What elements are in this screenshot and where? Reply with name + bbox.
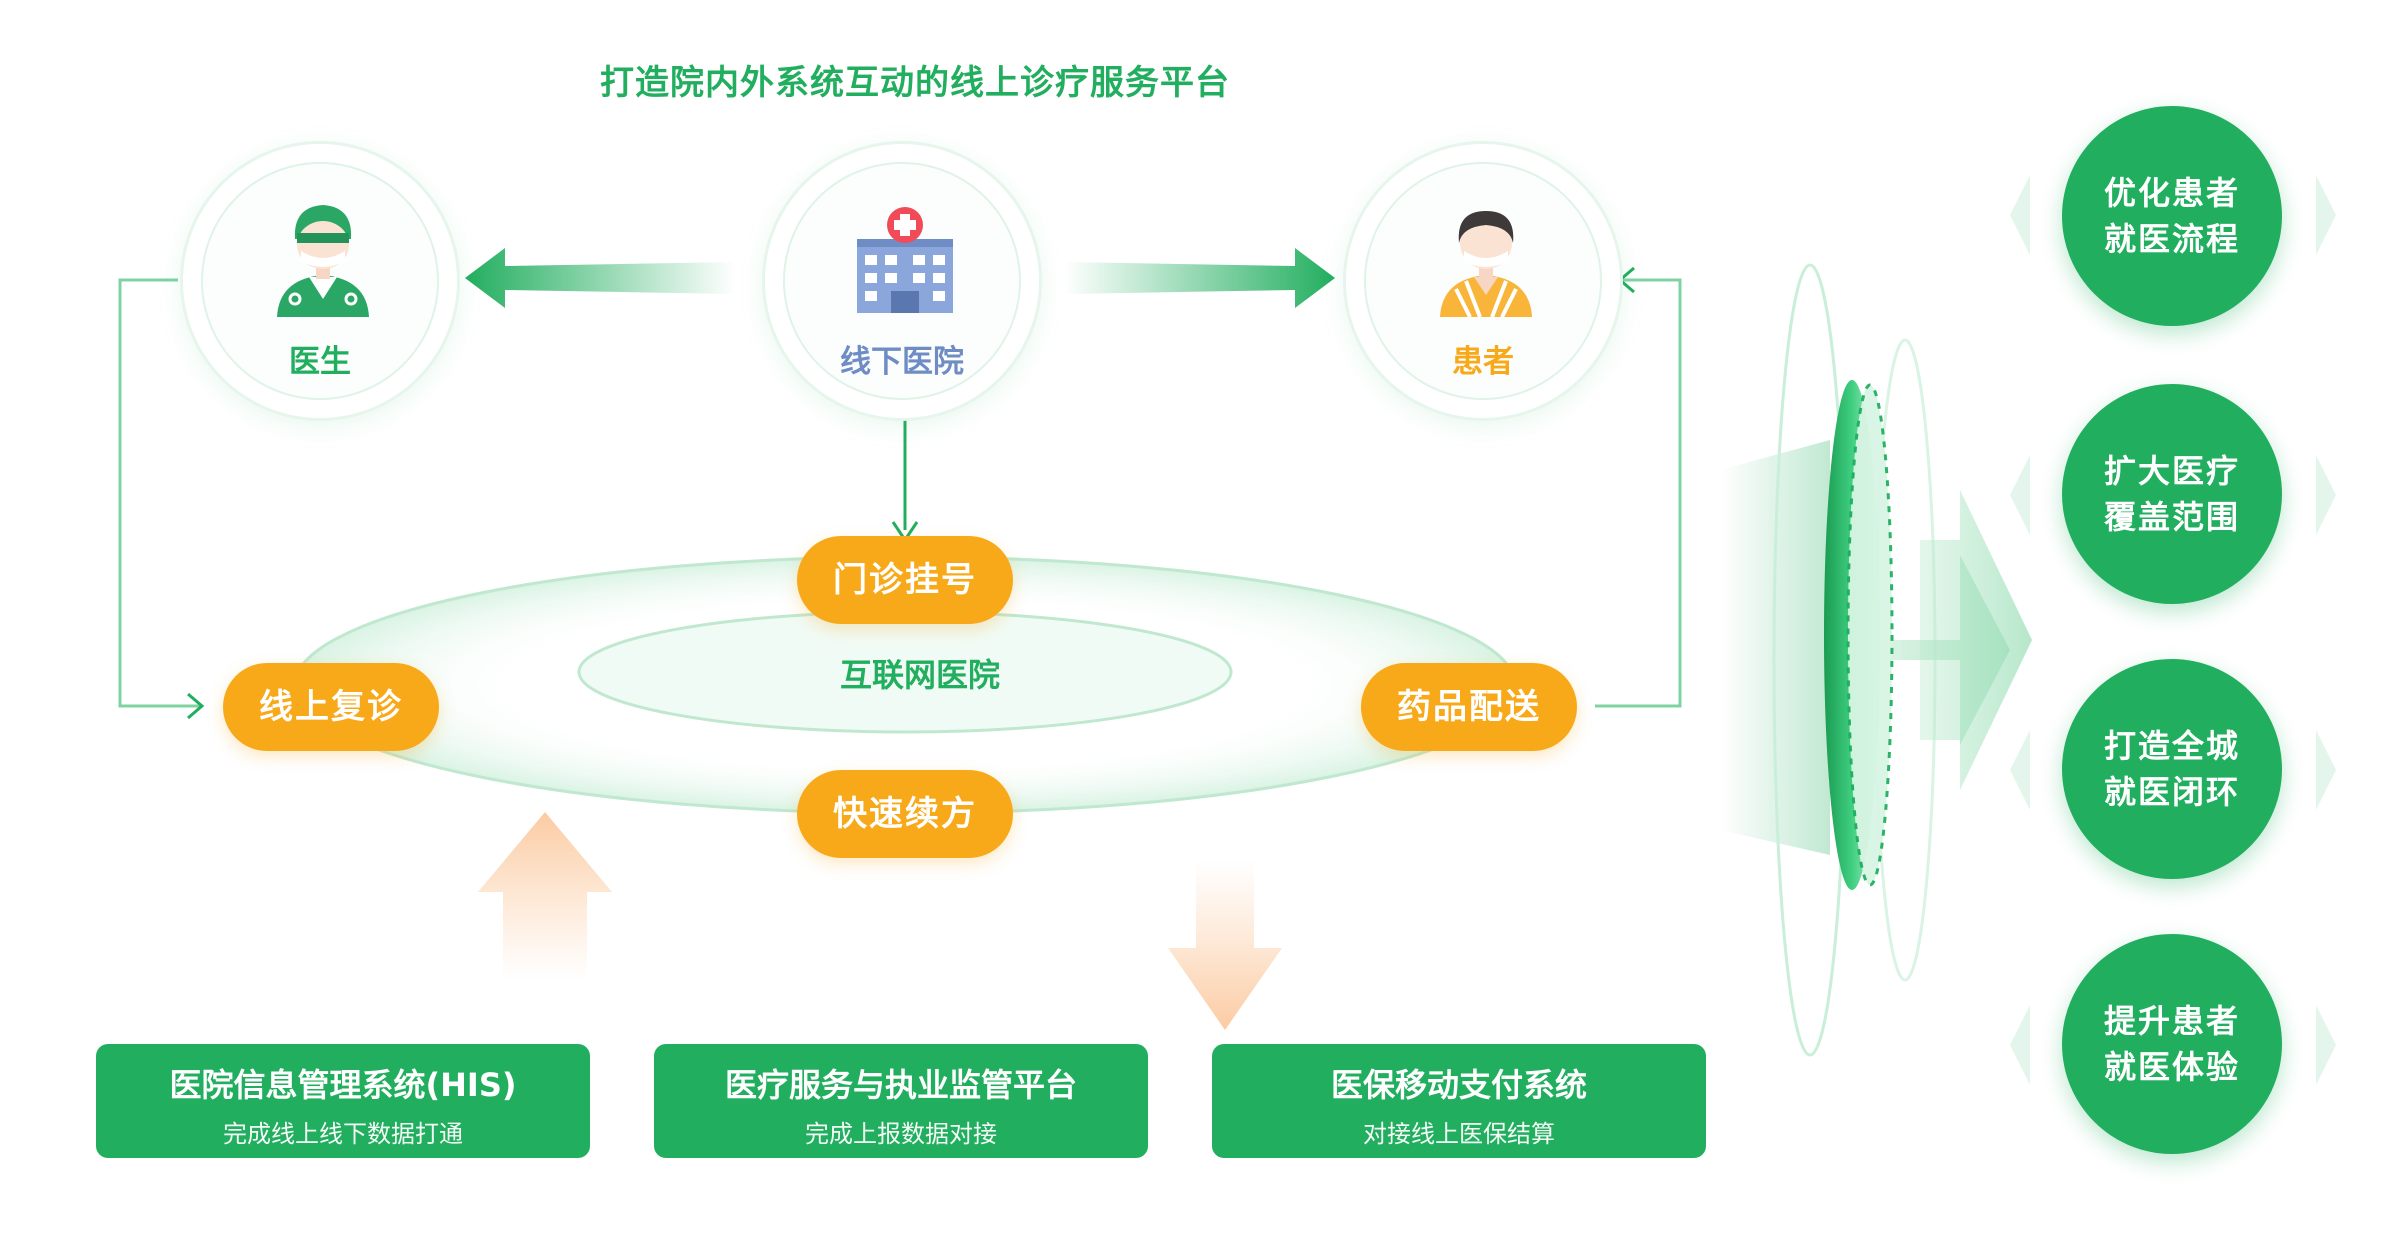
service-outpatient-registration: 门诊挂号 (797, 536, 1013, 624)
benefit-line1: 扩大医疗 (2103, 452, 2240, 490)
benefit-badge-optimize-flow: 优化患者 就医流程 (2062, 106, 2282, 326)
system-box-his: 医院信息管理系统(HIS) 完成线上线下数据打通 (96, 1044, 590, 1158)
internet-hospital-label: 互联网医院 (839, 656, 1000, 694)
hospital-node: 线下医院 (762, 141, 1042, 421)
hospital-label: 线下医院 (840, 344, 964, 380)
doctor-icon (277, 205, 369, 317)
benefit-line1: 提升患者 (2103, 1002, 2240, 1040)
system-box-title: 医疗服务与执业监管平台 (724, 1066, 1077, 1104)
patient-icon (1440, 211, 1532, 318)
benefit-badge-expand-coverage: 扩大医疗 覆盖范围 (2062, 384, 2282, 604)
system-box-supervision: 医疗服务与执业监管平台 完成上报数据对接 (654, 1044, 1148, 1158)
system-box-subtitle: 对接线上医保结算 (1363, 1120, 1555, 1148)
diagram-title: 打造院内外系统互动的线上诊疗服务平台 (600, 63, 1230, 103)
doctor-label: 医生 (289, 344, 351, 380)
patient-node: 患者 (1343, 141, 1623, 421)
system-box-title: 医保移动支付系统 (1330, 1066, 1587, 1104)
service-quick-refill: 快速续方 (797, 770, 1013, 858)
system-box-insurance-payment: 医保移动支付系统 对接线上医保结算 (1212, 1044, 1706, 1158)
benefit-line2: 就医体验 (2103, 1048, 2240, 1086)
benefit-badge-improve-experience: 提升患者 就医体验 (2062, 934, 2282, 1154)
system-box-title: 医院信息管理系统(HIS) (169, 1066, 517, 1104)
system-box-subtitle: 完成上报数据对接 (805, 1120, 997, 1148)
service-drug-delivery: 药品配送 (1361, 663, 1577, 751)
doctor-node: 医生 (180, 141, 460, 421)
benefit-badge-closed-loop: 打造全城 就医闭环 (2062, 659, 2282, 879)
benefit-line2: 就医闭环 (2103, 773, 2240, 811)
patient-label: 患者 (1452, 344, 1514, 380)
system-box-subtitle: 完成线上线下数据打通 (223, 1120, 463, 1148)
benefit-line1: 优化患者 (2103, 174, 2240, 212)
service-online-revisit: 线上复诊 (223, 663, 439, 751)
benefit-line2: 覆盖范围 (2103, 498, 2240, 536)
benefit-line1: 打造全城 (2103, 727, 2240, 765)
hospital-icon (857, 207, 953, 313)
benefit-line2: 就医流程 (2103, 220, 2240, 258)
